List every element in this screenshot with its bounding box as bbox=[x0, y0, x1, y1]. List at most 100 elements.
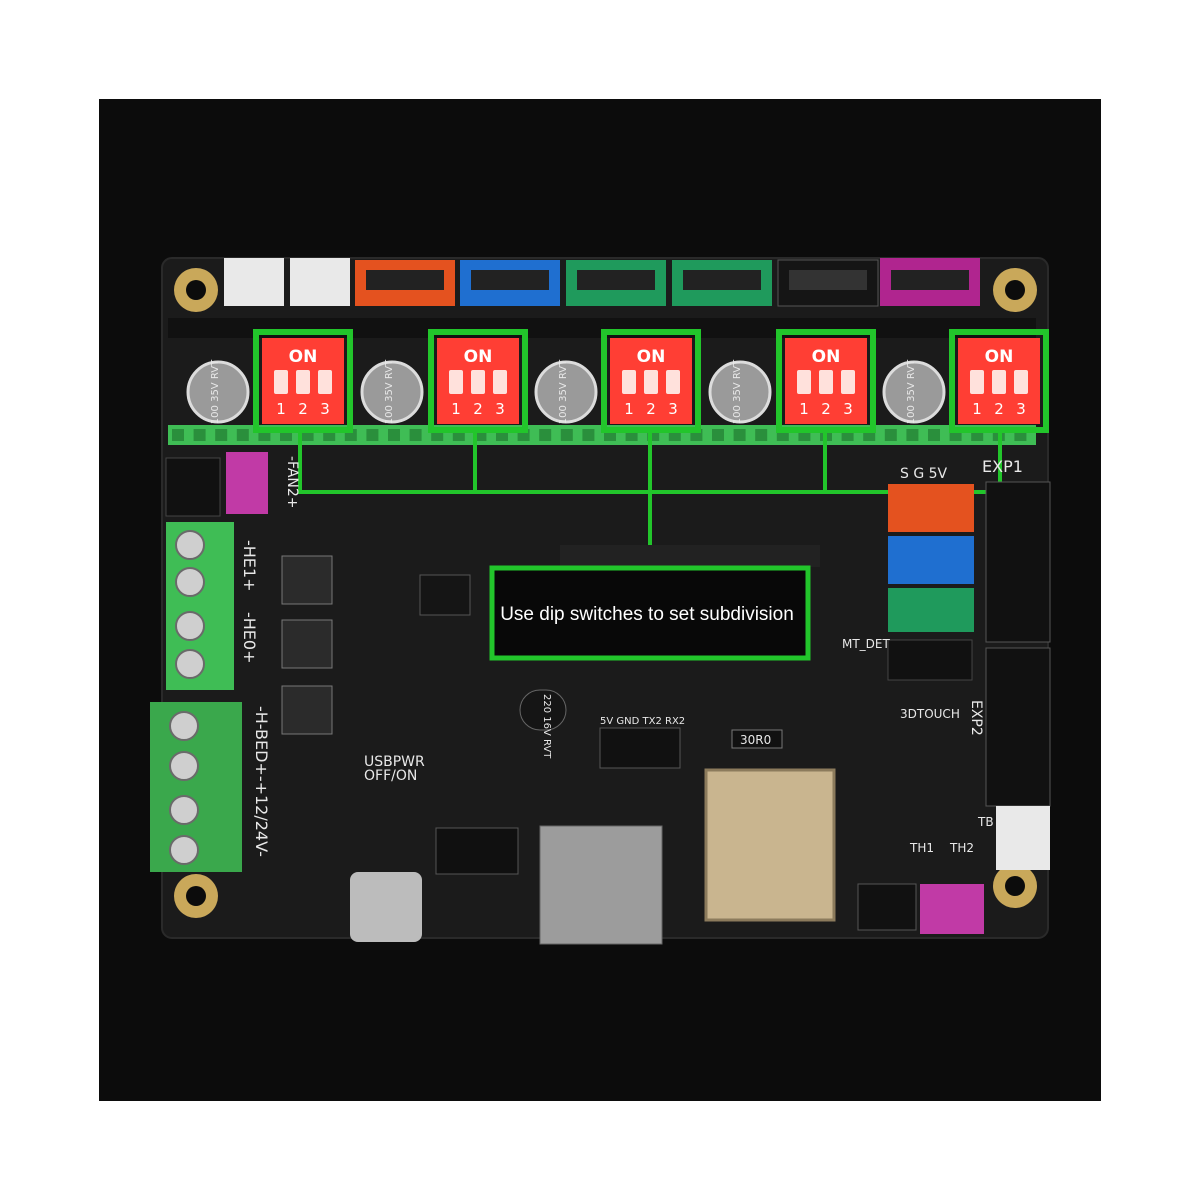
dip-number: 1 bbox=[451, 400, 461, 418]
capacitor-label: 100 35V RVT bbox=[558, 359, 569, 424]
dip-toggle bbox=[471, 370, 485, 394]
dip-toggle bbox=[318, 370, 332, 394]
dip-highlight bbox=[253, 329, 353, 433]
green-pin bbox=[193, 429, 206, 441]
uart-label: 5V GND TX2 RX2 bbox=[600, 716, 685, 727]
green-pin bbox=[539, 429, 552, 441]
dip-number: 1 bbox=[276, 400, 286, 418]
chips bbox=[350, 545, 836, 945]
dip-toggle bbox=[296, 370, 310, 394]
dip-toggle bbox=[819, 370, 833, 394]
green-pin bbox=[582, 429, 595, 441]
he1-label: -HE1+ bbox=[240, 540, 259, 592]
dip-highlight bbox=[428, 329, 528, 433]
dip-number: 2 bbox=[298, 400, 308, 418]
dip-on-label: ON bbox=[637, 347, 666, 367]
tb-label: TB bbox=[977, 815, 994, 829]
dip-on-label: ON bbox=[812, 347, 841, 367]
dip-on-label: ON bbox=[289, 347, 318, 367]
capacitor: 100 35V RVT bbox=[882, 359, 946, 424]
callout-text: Use dip switches to set subdivision bbox=[500, 604, 794, 625]
threedtouch-label: 3DTOUCH bbox=[900, 707, 960, 721]
dip-number: 3 bbox=[843, 400, 853, 418]
th2-label: TH2 bbox=[949, 841, 974, 855]
dip-number: 1 bbox=[972, 400, 982, 418]
dip-toggle bbox=[644, 370, 658, 394]
dip-number: 2 bbox=[473, 400, 483, 418]
dip-on-label: ON bbox=[464, 347, 493, 367]
dip-number: 3 bbox=[495, 400, 505, 418]
dip-toggle bbox=[841, 370, 855, 394]
exp2-label: EXP2 bbox=[968, 700, 984, 736]
right-connectors bbox=[857, 481, 1051, 934]
dip-number: 2 bbox=[994, 400, 1004, 418]
capacitor: 100 35V RVT bbox=[186, 359, 250, 424]
s-g-5v-label: S G 5V bbox=[900, 466, 948, 482]
green-pin bbox=[172, 429, 184, 441]
terminal-screws bbox=[169, 530, 205, 865]
capacitor-label: 100 35V RVT bbox=[906, 359, 917, 424]
dip-number: 3 bbox=[320, 400, 330, 418]
capacitor: 100 35V RVT bbox=[708, 359, 772, 424]
dip-toggle bbox=[992, 370, 1006, 394]
terminal-screw bbox=[169, 835, 199, 865]
terminal-screw bbox=[175, 567, 205, 597]
mosfets bbox=[281, 555, 333, 735]
dip-toggle bbox=[493, 370, 507, 394]
dip-toggle bbox=[970, 370, 984, 394]
he0-label: -HE0+ bbox=[240, 612, 259, 664]
terminal-screw bbox=[175, 611, 205, 641]
terminal-screw bbox=[169, 711, 199, 741]
dip-toggle bbox=[666, 370, 680, 394]
capacitor-label: 100 35V RVT bbox=[210, 359, 221, 424]
dip-number: 3 bbox=[668, 400, 678, 418]
usbpwr-label: USBPWR bbox=[364, 754, 425, 770]
green-pin bbox=[928, 429, 940, 441]
off-on-label: OFF/ON bbox=[364, 768, 417, 784]
dip-number: 1 bbox=[799, 400, 809, 418]
mounting-holes bbox=[174, 268, 1037, 918]
green-pin bbox=[236, 429, 249, 441]
capacitor: 100 35V RVT bbox=[534, 359, 598, 424]
dip-toggle bbox=[1014, 370, 1028, 394]
green-pin bbox=[215, 429, 228, 441]
green-pin bbox=[733, 429, 746, 441]
dip-on-label: ON bbox=[985, 347, 1014, 367]
dip-number: 3 bbox=[1016, 400, 1026, 418]
dip-number: 2 bbox=[646, 400, 656, 418]
capacitors: 100 35V RVT 100 35V RVT 100 35V RVT 100 35V… bbox=[186, 359, 946, 424]
bed-power-label: -H-BED+-+12/24V- bbox=[252, 706, 271, 857]
capacitor-label: 100 35V RVT bbox=[384, 359, 395, 424]
green-pin bbox=[884, 429, 897, 441]
resistor-label: 30R0 bbox=[740, 733, 771, 747]
cap220-label: 220 16V RVT bbox=[541, 694, 552, 759]
dip-number: 1 bbox=[624, 400, 634, 418]
terminal-screw bbox=[175, 530, 205, 560]
connector-pins bbox=[366, 270, 969, 290]
terminal-screw bbox=[169, 795, 199, 825]
dip-toggle bbox=[622, 370, 636, 394]
dip-number: 2 bbox=[821, 400, 831, 418]
dip-toggle bbox=[274, 370, 288, 394]
green-pin bbox=[388, 429, 400, 441]
th1-label: TH1 bbox=[909, 841, 934, 855]
capacitor: 100 35V RVT bbox=[360, 359, 424, 424]
fan2-label: -FAN2+ bbox=[284, 456, 300, 509]
exp1-label: EXP1 bbox=[982, 457, 1023, 476]
dip-toggle bbox=[449, 370, 463, 394]
dip-toggle bbox=[797, 370, 811, 394]
green-pin bbox=[755, 429, 768, 441]
green-pin bbox=[409, 429, 422, 441]
capacitor-label: 100 35V RVT bbox=[732, 359, 743, 424]
green-pin bbox=[560, 429, 573, 441]
terminal-screw bbox=[169, 751, 199, 781]
terminal-screw bbox=[175, 649, 205, 679]
green-pin bbox=[906, 429, 919, 441]
green-pin bbox=[366, 429, 379, 441]
